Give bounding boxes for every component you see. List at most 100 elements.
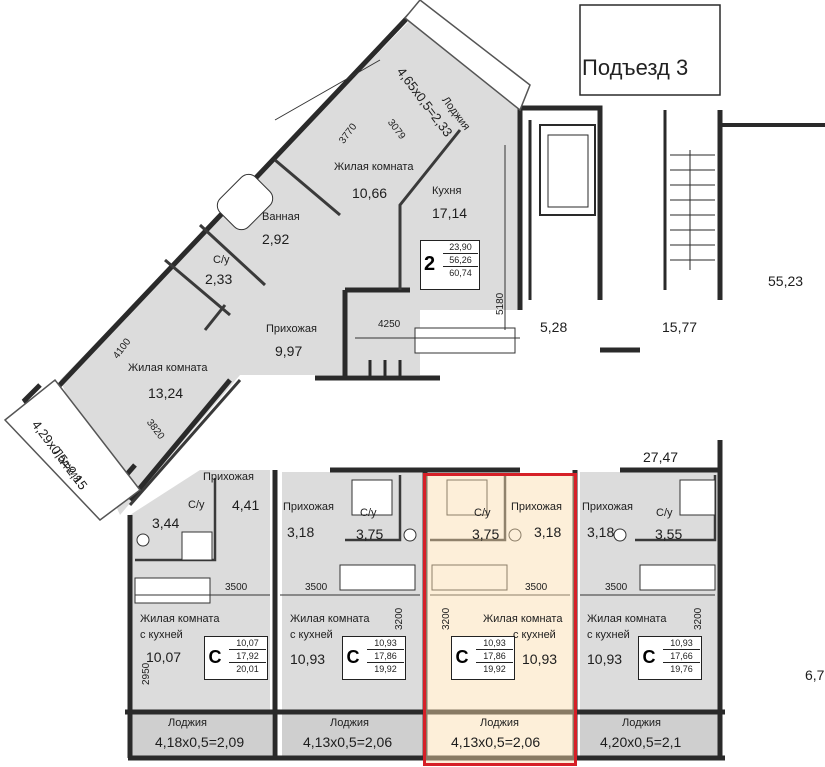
s2-type: С xyxy=(346,647,360,667)
s4-dim-w: 3500 xyxy=(605,582,628,593)
s3-dim-w: 3500 xyxy=(525,582,548,593)
s1-wc-area: 3,44 xyxy=(152,515,180,531)
s4-room-name: Жилая комната xyxy=(587,613,667,625)
s3-room-name: Жилая комната xyxy=(483,613,563,625)
s1-wc-name: С/у xyxy=(188,499,205,511)
area-27-47: 27,47 xyxy=(643,449,679,465)
s4-type: С xyxy=(642,647,656,667)
living2-name: Жилая комната xyxy=(128,362,208,374)
kitchen-area: 17,14 xyxy=(432,205,468,221)
dimension-lines xyxy=(135,59,715,596)
s3-table-0: 10,93 xyxy=(476,637,513,650)
big-table-total: 56,26 xyxy=(443,254,478,267)
s4-dim-h: 3200 xyxy=(693,607,704,630)
loggia-fill-2 xyxy=(282,712,422,757)
s4-info-table: С 10,93 17,66 19,76 xyxy=(638,636,702,680)
s2-table-1: 17,86 xyxy=(367,650,404,663)
hall-name: Прихожая xyxy=(266,323,317,335)
loggia-left-outline xyxy=(3,378,142,522)
s2-loggia-formula: 4,13x0,5=2,06 xyxy=(303,734,393,750)
selected-apartment-highlight[interactable] xyxy=(423,473,577,766)
s4-wc-name: С/у xyxy=(656,507,673,519)
entrance-label: Подъезд 3 xyxy=(582,55,689,80)
s2-info-table: С 10,93 17,86 19,92 xyxy=(342,636,406,680)
big-table-living: 23,90 xyxy=(443,241,478,254)
area-6-7: 6,7 xyxy=(805,667,825,683)
s1-room-name: Жилая комната xyxy=(140,613,220,625)
s3-hall-name: Прихожая xyxy=(511,501,562,513)
loggia-fill-4 xyxy=(580,712,720,757)
big-apartment-inner-walls xyxy=(128,129,462,506)
s4-loggia-formula: 4,20x0,5=2,1 xyxy=(600,734,682,750)
s2-wc-area: 3,75 xyxy=(356,526,384,542)
s2-room-sub: с кухней xyxy=(290,629,333,641)
dim-4250: 4250 xyxy=(378,319,401,330)
s2-hall-area: 3,18 xyxy=(287,524,315,540)
s4-room-area: 10,93 xyxy=(587,651,623,667)
living1-name: Жилая комната xyxy=(334,161,414,173)
loggia-top-outline xyxy=(403,0,531,112)
s3-room-sub: с кухней xyxy=(513,629,556,641)
studios-walls xyxy=(125,440,725,761)
s4-hall-area: 3,18 xyxy=(587,524,615,540)
s4-table-1: 17,66 xyxy=(663,650,700,663)
s1-table-2: 20,01 xyxy=(236,664,259,674)
s2-dim-h: 3200 xyxy=(394,607,405,630)
bath-name: Ванная xyxy=(262,211,300,223)
s3-wc-area: 3,75 xyxy=(472,526,500,542)
s2-table-2: 19,92 xyxy=(374,664,397,674)
s1-room-area: 10,07 xyxy=(146,649,182,665)
wc-name: С/у xyxy=(213,254,230,266)
s4-hall-name: Прихожая xyxy=(582,501,633,513)
s1-dim-w: 3500 xyxy=(225,582,248,593)
s3-room-area: 10,93 xyxy=(522,651,558,667)
living1-area: 10,66 xyxy=(352,185,388,201)
s1-dim-h: 2950 xyxy=(141,662,152,685)
s2-loggia-name: Лоджия xyxy=(330,717,369,729)
s2-hall-name: Прихожая xyxy=(283,501,334,513)
dim-5180: 5180 xyxy=(495,292,506,315)
area-15-77: 15,77 xyxy=(662,319,698,335)
s2-table-0: 10,93 xyxy=(367,637,404,650)
s4-table-2: 19,76 xyxy=(670,664,693,674)
s4-room-sub: с кухней xyxy=(587,629,630,641)
s3-dim-h: 3200 xyxy=(441,607,452,630)
hall-area: 9,97 xyxy=(275,343,303,359)
s3-table-2: 19,92 xyxy=(483,664,506,674)
s1-hall-name: Прихожая xyxy=(203,471,254,483)
s1-room-sub: с кухней xyxy=(140,629,183,641)
s3-loggia-name: Лоджия xyxy=(480,717,519,729)
s2-dim-w: 3500 xyxy=(305,582,328,593)
s3-hall-area: 3,18 xyxy=(534,524,562,540)
bath-area: 2,92 xyxy=(262,231,290,247)
s2-room-area: 10,93 xyxy=(290,651,326,667)
s3-wc-name: С/у xyxy=(474,507,491,519)
loggia-fill-1 xyxy=(130,712,272,757)
area-55-23: 55,23 xyxy=(768,273,804,289)
kitchen-name: Кухня xyxy=(432,185,462,197)
wc-area: 2,33 xyxy=(205,271,233,287)
big-apartment-info-table: 2 23,90 56,26 60,74 xyxy=(420,240,480,290)
area-5-28: 5,28 xyxy=(540,319,568,335)
s3-table-1: 17,86 xyxy=(476,650,513,663)
s1-loggia-formula: 4,18x0,5=2,09 xyxy=(155,734,245,750)
big-table-with-loggia: 60,74 xyxy=(449,268,472,278)
big-apartment-rooms-count: 2 xyxy=(424,253,436,275)
s1-table-0: 10,07 xyxy=(229,637,266,650)
s1-table-1: 17,92 xyxy=(229,650,266,663)
s4-wc-area: 3,55 xyxy=(655,526,683,542)
fixtures xyxy=(134,173,716,604)
s4-table-0: 10,93 xyxy=(663,637,700,650)
s1-loggia-name: Лоджия xyxy=(168,717,207,729)
s4-loggia-name: Лоджия xyxy=(622,717,661,729)
living2-area: 13,24 xyxy=(148,385,184,401)
s3-loggia-formula: 4,13x0,5=2,06 xyxy=(451,734,541,750)
s3-info-table: С 10,93 17,86 19,92 xyxy=(451,636,515,680)
s3-type: С xyxy=(455,647,469,667)
s2-room-name: Жилая комната xyxy=(290,613,370,625)
s2-wc-name: С/у xyxy=(360,507,377,519)
big-apartment-fill xyxy=(60,15,520,515)
stair-block xyxy=(368,4,825,380)
s1-type: С xyxy=(208,647,222,667)
